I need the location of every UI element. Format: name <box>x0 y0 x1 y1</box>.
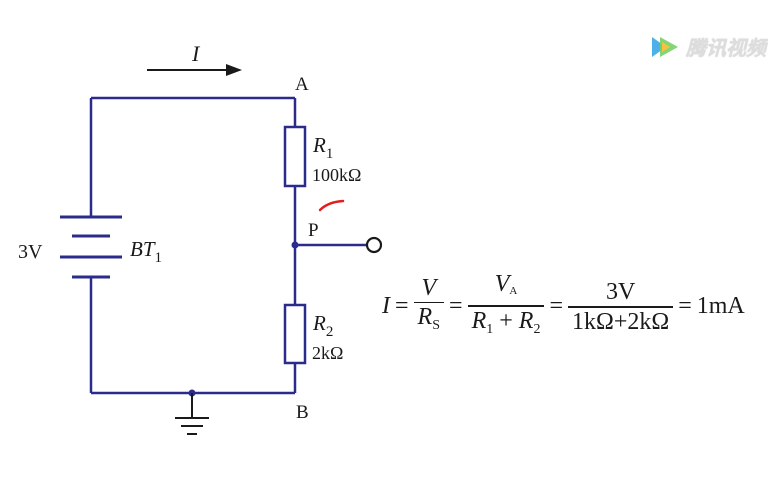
resistor-r1 <box>283 125 307 188</box>
fraction-va-over-r1r2: VA R1 + R2 <box>467 270 545 344</box>
f3-denominator: 1kΩ+2kΩ <box>572 308 670 335</box>
play-logo-icon <box>652 36 678 57</box>
output-terminal <box>365 236 383 254</box>
fraction-numeric: 3V 1kΩ+2kΩ <box>568 278 674 336</box>
battery-symbol <box>60 215 122 279</box>
r2-name: R2 <box>312 311 333 340</box>
video-watermark: 腾讯视频 <box>648 32 766 61</box>
f1-denominator-sub: S <box>432 318 441 333</box>
f2-den-r2-sub: 2 <box>533 321 541 337</box>
f2-den-r2: R <box>518 307 534 334</box>
f2-den-r1: R <box>471 307 487 334</box>
battery-name: BT1 <box>130 237 162 266</box>
red-annotation-mark <box>318 199 345 212</box>
r1-name: R1 <box>312 133 333 162</box>
f2-numerator-sub: A <box>509 285 518 297</box>
f1-numerator: V <box>421 274 437 301</box>
node-b-label: B <box>296 402 309 423</box>
f2-den-plus: + <box>499 307 513 334</box>
node-a-label: A <box>295 74 309 95</box>
formula-eq-1: = <box>395 293 409 320</box>
fraction-v-over-rs: V RS <box>413 274 445 341</box>
formula-result: 1mA <box>696 293 745 320</box>
f3-numerator: 3V <box>605 279 636 305</box>
battery-voltage: 3V <box>18 241 43 263</box>
formula-eq-4: = <box>678 293 692 320</box>
watermark-text: 腾讯视频 <box>686 38 766 60</box>
f1-denominator: R <box>417 304 433 330</box>
r1-value: 100kΩ <box>312 165 361 185</box>
formula-lhs: I <box>382 293 390 320</box>
node-p-label: P <box>308 220 319 241</box>
current-label: I <box>191 41 201 66</box>
current-formula: I = V RS = VA R1 + R2 = 3V 1kΩ+2kΩ = 1mA <box>382 270 745 344</box>
formula-eq-3: = <box>549 293 563 320</box>
ground-symbol <box>175 393 209 435</box>
resistor-r2 <box>283 303 307 365</box>
f2-numerator: V <box>494 271 510 297</box>
current-arrow-head <box>226 64 242 76</box>
f2-den-r1-sub: 1 <box>486 321 494 337</box>
r2-value: 2kΩ <box>312 343 343 363</box>
formula-eq-2: = <box>449 293 463 320</box>
